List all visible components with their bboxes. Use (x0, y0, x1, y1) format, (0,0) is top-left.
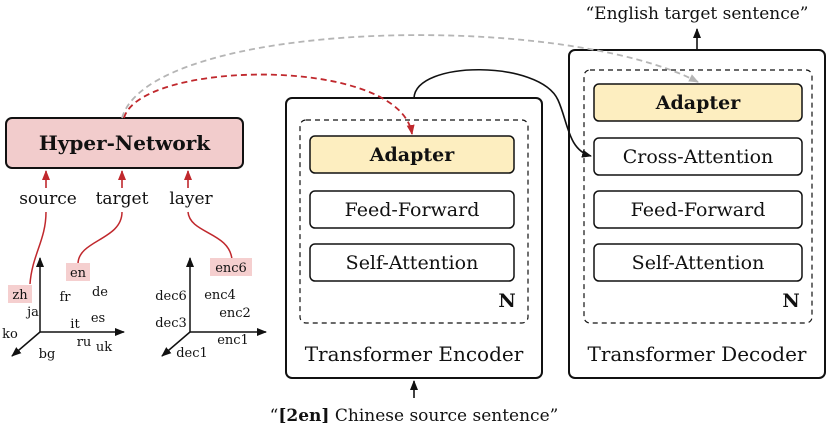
transformer-encoder: Adapter Feed-Forward Self-Attention N Tr… (285, 97, 543, 379)
encoder-to-decoder-arrow (413, 69, 592, 158)
language-embedding-space: zh ja fr de ko it es ru bg uk en (2, 257, 125, 362)
decoder-self-attn-box (593, 243, 803, 282)
layer-embedding-space: enc6 dec6 enc4 dec3 enc2 dec1 enc1 (155, 257, 267, 361)
layer-dec6: dec6 (155, 289, 187, 304)
decoder-ffn-box (593, 190, 803, 229)
encoder-ffn-box (309, 190, 515, 229)
layer-enc4: enc4 (204, 288, 236, 303)
hyper-to-decoder-adapter-arrow (121, 34, 699, 119)
lang-axis-z (11, 331, 41, 357)
layer-enc6: enc6 (215, 261, 247, 276)
decoder-cross-attn-box (593, 137, 803, 176)
decoder-cross-attn-label: Cross-Attention (623, 146, 774, 168)
en-connector (77, 211, 123, 265)
encoder-n-label: N (498, 290, 515, 312)
decoder-title: Transformer Decoder (587, 342, 806, 366)
decoder-self-attn-label: Self-Attention (632, 252, 765, 274)
encoder-ffn-label: Feed-Forward (345, 199, 480, 221)
encoder-adapter-box (309, 135, 515, 174)
encoder-title: Transformer Encoder (305, 342, 524, 366)
layer-label: layer (169, 189, 213, 209)
lang-de: de (92, 285, 108, 300)
transformer-decoder: Adapter Cross-Attention Feed-Forward Sel… (568, 49, 826, 379)
encoder-self-attn-box (309, 243, 515, 282)
lang-bg: bg (39, 347, 56, 362)
enc6-highlight (210, 258, 252, 276)
lang-ja: ja (25, 305, 39, 320)
lang-zh: zh (12, 288, 28, 303)
hyper-input-arrows (42, 170, 192, 188)
source-label: source (19, 189, 77, 209)
hyper-network: Hyper-Network (5, 117, 244, 169)
decoder-ffn-label: Feed-Forward (631, 199, 766, 221)
encoder-repeat-box (299, 119, 529, 324)
layer-dec1: dec1 (176, 346, 208, 361)
layer-enc2: enc2 (219, 306, 251, 321)
decoder-adapter-label: Adapter (655, 92, 741, 114)
decoder-repeat-box (583, 69, 813, 324)
lang-uk: uk (96, 340, 112, 355)
zh-highlight (8, 285, 32, 303)
decoder-n-label: N (782, 290, 799, 312)
layer-dec3: dec3 (155, 316, 187, 331)
lang-ko: ko (2, 327, 18, 342)
lang-fr: fr (59, 290, 71, 305)
decoder-output-sentence: “English target sentence” (585, 4, 808, 24)
encoder-self-attn-label: Self-Attention (346, 252, 479, 274)
hyper-network-title: Hyper-Network (39, 131, 211, 155)
embedding-connectors (29, 211, 233, 285)
layer-axis-z (161, 331, 191, 357)
encoder-input-sentence: “[2en] Chinese source sentence” (270, 406, 559, 426)
lang-es: es (91, 311, 105, 326)
layer-enc1: enc1 (217, 333, 249, 348)
lang-it: it (70, 317, 80, 332)
lang-ru: ru (77, 335, 92, 350)
zh-connector (29, 211, 47, 285)
target-label: target (96, 189, 149, 209)
lang-en: en (70, 266, 87, 281)
enc6-connector (187, 211, 233, 261)
encoder-adapter-label: Adapter (369, 144, 455, 166)
decoder-adapter-box (593, 83, 803, 122)
en-highlight (66, 263, 90, 281)
